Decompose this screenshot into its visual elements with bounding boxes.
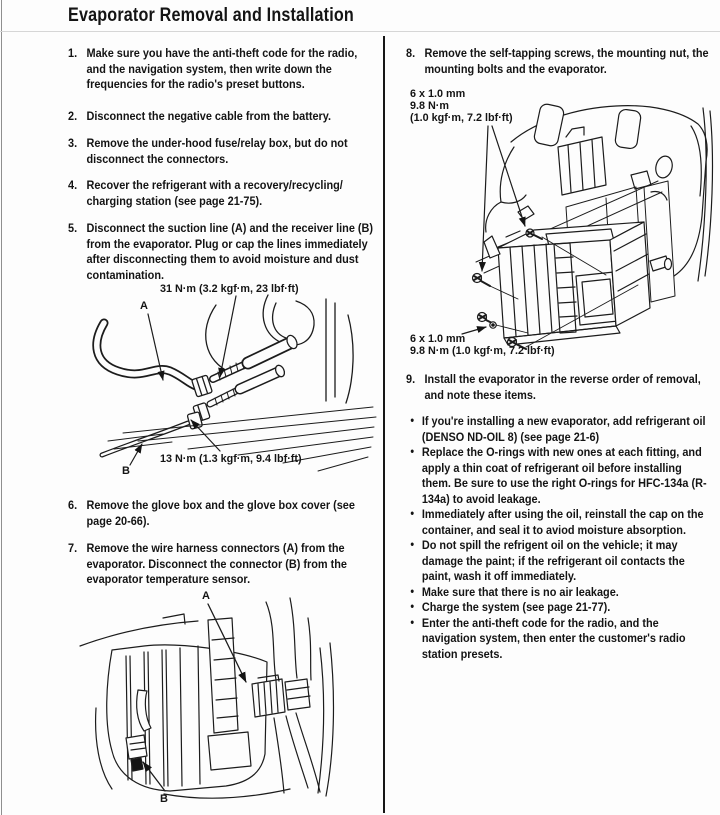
callout-b: B [160, 792, 168, 805]
note-text: Charge the system (see page 21-77). [421, 600, 611, 614]
evaporator-mounting-drawing [461, 103, 714, 350]
step-item-1: 1. Make sure you have the anti-theft cod… [68, 46, 378, 93]
callout-a: A [140, 300, 148, 312]
list-item: • Charge the system (see page 21-77). [406, 599, 709, 616]
bullet-icon: • [410, 413, 415, 427]
step-text: Disconnect the suction line (A) and the … [86, 221, 374, 282]
step-item-4: 4. Recover the refrigerant with a recove… [68, 178, 378, 209]
step-number: 4. [68, 178, 78, 192]
bolt-spec-bottom: 6 x 1.0 mm 9.8 N·m (1.0 kgf·m, 7.2 lbf·f… [410, 333, 555, 357]
page-title: Evaporator Removal and Installation [68, 5, 354, 26]
step-number: 5. [68, 221, 78, 235]
bullet-icon: • [410, 583, 415, 598]
bolt-spec-line: 9.8 N·m [410, 100, 450, 112]
step-text: Remove the glove box and the glove box c… [86, 498, 355, 528]
list-item: • Make sure that there is no air leakage. [406, 583, 709, 601]
step-text: Install the evaporator in the reverse or… [424, 372, 701, 402]
step-text: Remove the under-hood fuse/relay box, bu… [86, 136, 348, 166]
step-number: 8. [406, 46, 416, 60]
step-item-2: 2. Disconnect the negative cable from th… [68, 109, 378, 125]
step-number: 3. [68, 136, 78, 150]
torque-label-31nm: 31 N·m (3.2 kgf·m, 23 lbf·ft) [160, 283, 299, 295]
left-column: 1. Make sure you have the anti-theft cod… [68, 46, 381, 815]
step-number: 1. [68, 46, 78, 60]
step-text: Recover the refrigerant with a recovery/… [86, 178, 343, 208]
bullet-icon: • [410, 599, 415, 613]
list-item: • Replace the O-rings with new ones at ea… [406, 444, 709, 507]
suction-receiver-lines-drawing [92, 294, 377, 472]
step-item-3: 3. Remove the under-hood fuse/relay box,… [68, 136, 378, 167]
page-left-border [1, 0, 2, 815]
bolt-spec-line: 6 x 1.0 mm [410, 88, 466, 100]
list-item: • Immediately after using the oil, reinst… [406, 506, 709, 538]
install-notes-list: • If you're installing a new evaporator, … [406, 413, 718, 663]
bullet-icon: • [410, 444, 415, 458]
step-text: Remove the self-tapping screws, the moun… [424, 46, 709, 76]
bolt-spec-line: 6 x 1.0 mm [410, 333, 466, 345]
step-text: Remove the wire harness connectors (A) f… [86, 541, 348, 586]
note-text: Immediately after using the oil, reinsta… [421, 507, 704, 537]
list-item: • Enter the anti-theft code for the radio… [406, 614, 709, 663]
callout-a: A [202, 589, 210, 602]
list-item: • If you're installing a new evaporator, … [406, 413, 709, 445]
step-number: 6. [68, 498, 78, 512]
note-text: If you're installing a new evaporator, a… [421, 414, 706, 444]
column-divider [383, 36, 385, 813]
step-text: Disconnect the negative cable from the b… [86, 108, 332, 123]
bullet-icon: • [410, 614, 415, 629]
torque-label-13nm: 13 N·m (1.3 kgf·m, 9.4 lbf·ft) [160, 453, 302, 465]
step-item-9: 9. Install the evaporator in the reverse… [406, 372, 716, 403]
step-number: 2. [68, 108, 78, 123]
figure-suction-receiver-lines: 31 N·m (3.2 kgf·m, 23 lbf·ft) A 13 N·m (… [68, 283, 380, 498]
step-text: Make sure you have the anti-theft code f… [86, 46, 358, 91]
step-number: 7. [68, 541, 78, 555]
step-item-5: 5. Disconnect the suction line (A) and t… [68, 221, 378, 283]
bolt-spec-line: 9.8 N·m (1.0 kgf·m, 7.2 lbf·ft) [410, 345, 555, 357]
step-item-7: 7. Remove the wire harness connectors (A… [68, 541, 378, 588]
figure-evaporator-mounting: 6 x 1.0 mm 9.8 N·m (1.0 kgf·m, 7.2 lbf·f… [406, 85, 716, 372]
bullet-icon: • [410, 506, 415, 520]
step-item-6: 6. Remove the glove box and the glove bo… [68, 498, 378, 529]
step-number: 9. [406, 372, 416, 386]
step-item-8: 8. Remove the self-tapping screws, the m… [406, 46, 716, 77]
harness-connectors-drawing [79, 596, 335, 799]
bolt-spec-top: 6 x 1.0 mm 9.8 N·m (1.0 kgf·m, 7.2 lbf·f… [410, 88, 513, 124]
note-text: Make sure that there is no air leakage. [421, 584, 619, 599]
title-rule [0, 31, 720, 32]
note-text: Enter the anti-theft code for the radio,… [421, 615, 686, 661]
right-column: 8. Remove the self-tapping screws, the m… [406, 46, 718, 662]
screw-icons [471, 228, 543, 350]
list-item: • Do not spill the refrigent oil on the v… [406, 537, 709, 585]
note-text: Replace the O-rings with new ones at eac… [421, 445, 707, 506]
bolt-spec-line: (1.0 kgf·m, 7.2 lbf·ft) [410, 112, 513, 124]
bullet-icon: • [410, 537, 415, 551]
note-text: Do not spill the refrigent oil on the ve… [421, 538, 685, 583]
figure-harness-connectors: A B [68, 588, 380, 815]
callout-b: B [122, 465, 130, 477]
